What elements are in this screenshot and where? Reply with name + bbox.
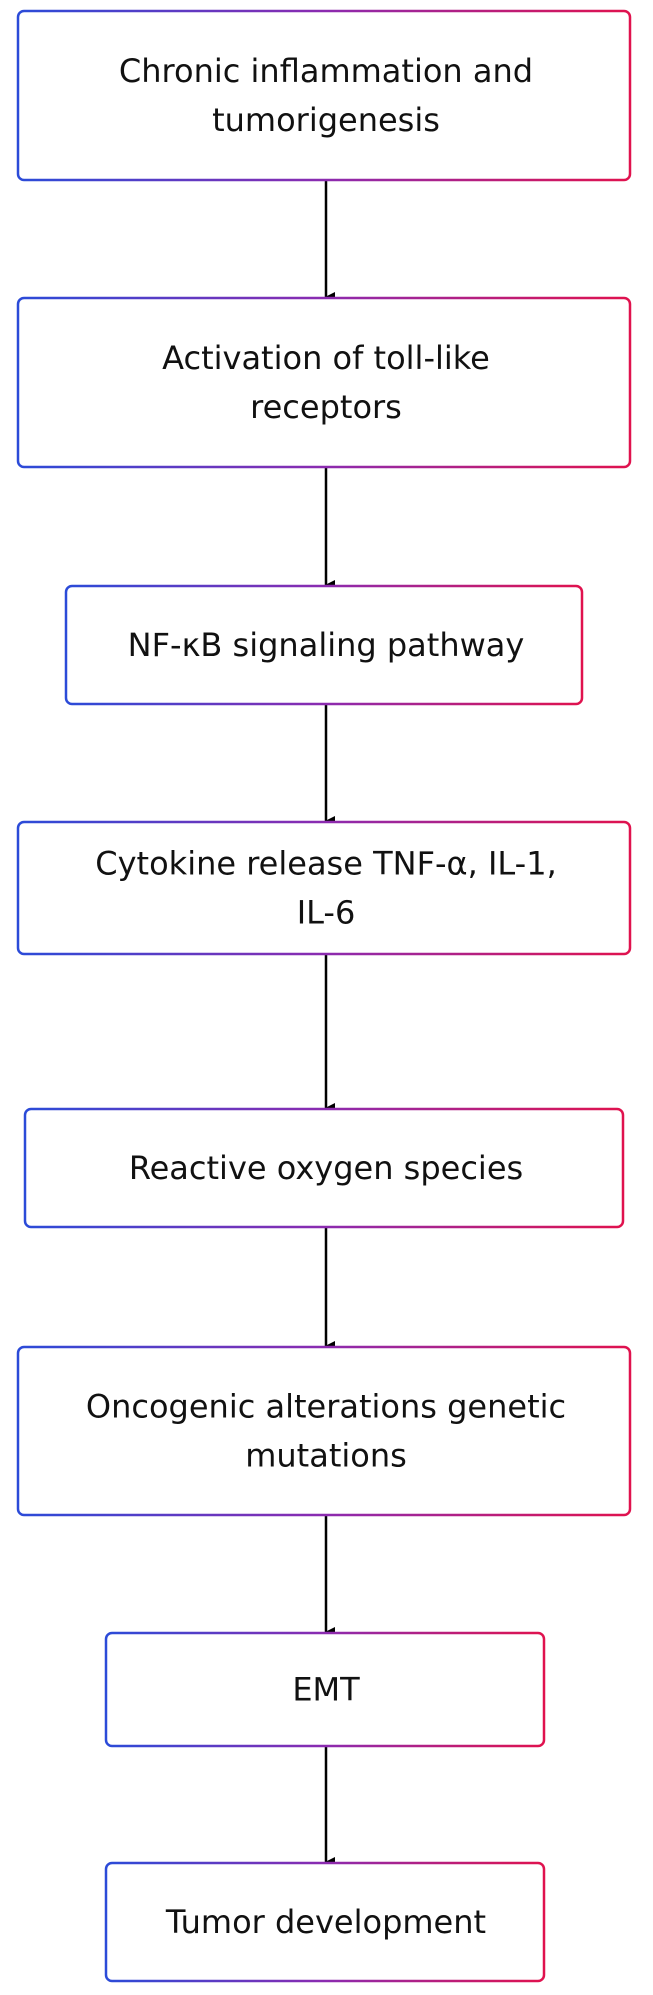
flow-step-6: Oncogenic alterations genetic mutations bbox=[16, 1345, 632, 1517]
flow-step-box bbox=[16, 9, 632, 182]
flow-step-label-line: tumorigenesis bbox=[212, 101, 440, 139]
flow-step-label-line: EMT bbox=[292, 1671, 360, 1709]
flow-step-label-line: mutations bbox=[245, 1437, 407, 1475]
flow-step-label-line: Tumor development bbox=[165, 1903, 486, 1941]
flow-step-5: Reactive oxygen species bbox=[23, 1107, 625, 1229]
flow-step-box bbox=[104, 1861, 546, 1983]
flow-step-label-line: Oncogenic alterations genetic bbox=[86, 1388, 566, 1426]
flow-nodes: Chronic inflammation and tumorigenesisAct… bbox=[16, 9, 632, 1983]
flow-step-label-line: Cytokine release TNF-α, IL-1, bbox=[95, 845, 556, 883]
flow-step-4: Cytokine release TNF-α, IL-1, IL-6 bbox=[16, 820, 632, 956]
flow-step-1: Chronic inflammation and tumorigenesis bbox=[16, 9, 632, 182]
flow-step-label-line: NF-κB signaling pathway bbox=[128, 626, 525, 664]
flow-step-label-line: IL-6 bbox=[297, 894, 356, 932]
flow-step-label-line: receptors bbox=[250, 388, 402, 426]
flow-step-2: Activation of toll-like receptors bbox=[16, 296, 632, 469]
flow-step-8: Tumor development bbox=[104, 1861, 546, 1983]
flow-step-label-line: Activation of toll-like bbox=[162, 339, 490, 377]
flow-step-box bbox=[23, 1107, 625, 1229]
flow-step-box bbox=[16, 1345, 632, 1517]
flow-step-box bbox=[16, 296, 632, 469]
flow-step-3: NF-κB signaling pathway bbox=[64, 584, 584, 706]
flow-step-box bbox=[16, 820, 632, 956]
flow-step-label-line: Chronic inflammation and bbox=[119, 52, 533, 90]
flow-step-7: EMT bbox=[104, 1631, 546, 1748]
flow-step-box bbox=[64, 584, 584, 706]
flow-step-box bbox=[104, 1631, 546, 1748]
flow-step-label-line: Reactive oxygen species bbox=[129, 1149, 523, 1187]
